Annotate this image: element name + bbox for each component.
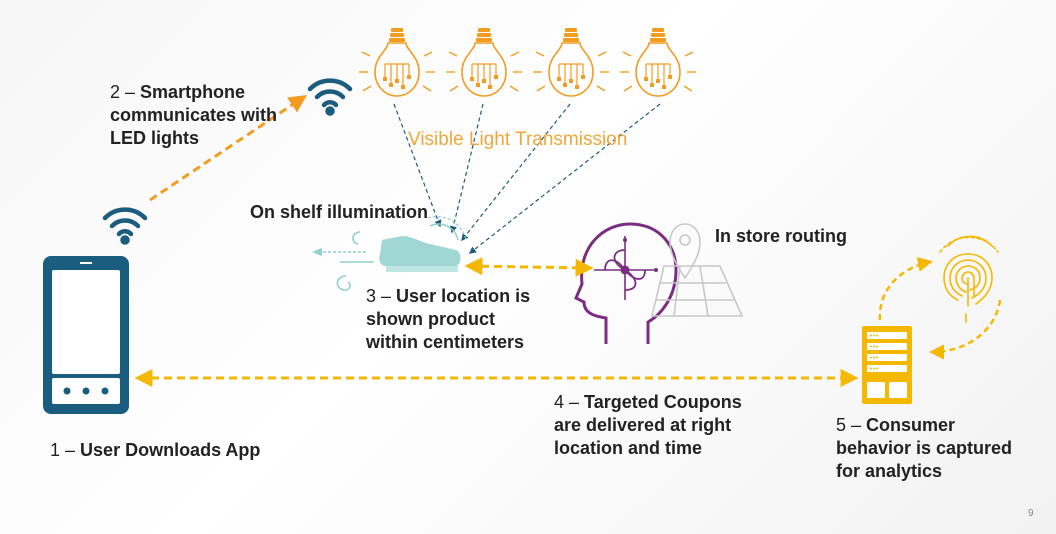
arrow-light-2	[449, 103, 484, 234]
in-store-label: In store routing	[715, 225, 847, 248]
step2-line2: communicates with	[110, 105, 278, 125]
step3-line1: User location is	[396, 286, 531, 306]
shoe-icon	[312, 216, 467, 291]
on-shelf-label: On shelf illumination	[250, 201, 428, 224]
step5-label: 5 – Consumer behavior is captured for an…	[836, 414, 1012, 483]
vlt-label: Visible Light Transmission	[408, 129, 628, 150]
fingerprint-icon	[939, 235, 999, 323]
lightbulb-icon	[358, 27, 436, 97]
on-shelf-text: On shelf illumination	[250, 202, 429, 222]
step1-label: 1 – User Downloads App	[50, 439, 260, 462]
arrow-phone-to-leds	[149, 94, 307, 202]
arrow-fingerprint-to-server	[929, 299, 1002, 360]
step2-label: 2 – Smartphone communicates with LED lig…	[110, 81, 277, 150]
arrow-light-4	[468, 103, 661, 254]
location-pin-icon	[650, 223, 744, 317]
step5-line3: for analytics	[836, 461, 943, 481]
arrow-light-3	[461, 103, 571, 242]
step4-line2: are delivered at right	[554, 415, 732, 435]
step2-line3: LED lights	[110, 128, 199, 148]
step4-line3: location and time	[554, 438, 703, 458]
smartphone-icon	[43, 256, 129, 414]
lightbulb-icon	[532, 27, 610, 97]
arrow-shoe-head	[464, 257, 594, 277]
wifi-icon	[102, 207, 148, 245]
arrow-light-1	[393, 103, 442, 228]
arrow-server-to-fingerprint	[878, 257, 933, 321]
step2-line1: Smartphone	[140, 82, 246, 102]
server-icon	[862, 326, 912, 404]
step3-number: 3 –	[366, 286, 392, 306]
step5-line2: behavior is captured	[836, 438, 1013, 458]
step5-number: 5 –	[836, 415, 862, 435]
step3-line2: shown product	[366, 309, 495, 329]
in-store-text: In store routing	[715, 226, 847, 246]
wifi-icon	[307, 78, 353, 116]
lightbulb-icon	[445, 27, 523, 97]
head-profile-icon	[574, 222, 678, 344]
lightbulb-icon	[619, 27, 697, 97]
step4-number: 4 –	[554, 392, 580, 412]
page-number: 9	[1028, 508, 1034, 519]
step1-number: 1 –	[50, 440, 76, 460]
step3-line3: within centimeters	[366, 332, 525, 352]
step4-label: 4 – Targeted Coupons are delivered at ri…	[554, 391, 742, 460]
step3-label: 3 – User location is shown product withi…	[366, 285, 530, 354]
step1-text: User Downloads App	[80, 440, 261, 460]
step2-number: 2 –	[110, 82, 136, 102]
step4-line1: Targeted Coupons	[584, 392, 742, 412]
step5-line1: Consumer	[866, 415, 956, 435]
